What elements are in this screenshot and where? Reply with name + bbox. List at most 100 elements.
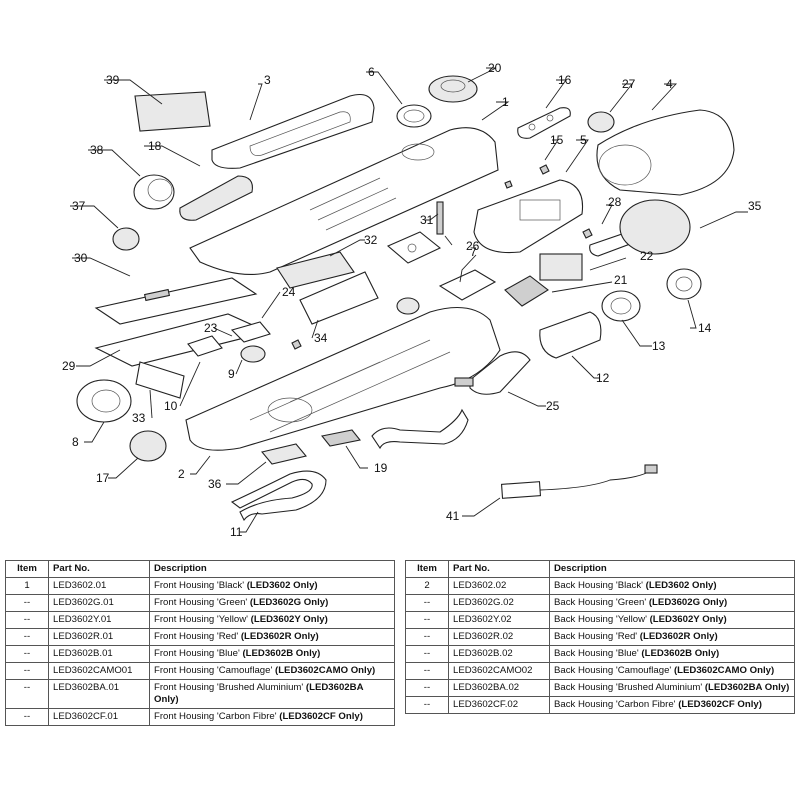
model-note: (LED3602G Only) bbox=[249, 597, 329, 608]
cell-part-no: LED3602CF.02 bbox=[448, 696, 550, 714]
part-11-wire-stand bbox=[230, 470, 327, 522]
callout-20: 20 bbox=[488, 61, 502, 75]
description-text: Back Housing 'Camouflage' bbox=[554, 665, 672, 676]
callout-5: 5 bbox=[580, 133, 587, 147]
callout-39: 39 bbox=[106, 73, 120, 87]
callout-15: 15 bbox=[550, 133, 564, 147]
part-18-lens-body bbox=[179, 175, 253, 221]
model-note: (LED3602 Only) bbox=[645, 580, 717, 591]
model-note: (LED3602B Only) bbox=[242, 648, 321, 659]
callout-2: 2 bbox=[178, 467, 185, 481]
table-row: --LED3602BA.01 Front Housing 'Brushed Alu… bbox=[5, 679, 395, 709]
model-note: (LED3602CAMO Only) bbox=[275, 665, 376, 676]
cell-part-no: LED3602R.01 bbox=[48, 628, 150, 646]
header-description: Description bbox=[149, 560, 395, 578]
callout-24: 24 bbox=[282, 285, 296, 299]
description-text: Back Housing 'Green' bbox=[554, 597, 647, 608]
part-9-screw bbox=[291, 339, 302, 350]
part-5-switch-body bbox=[473, 179, 584, 254]
model-note: (LED3602Y Only) bbox=[250, 614, 328, 625]
header-part-no: Part No. bbox=[48, 560, 150, 578]
model-note: (LED3602CAMO Only) bbox=[673, 665, 775, 676]
callout-36: 36 bbox=[208, 477, 222, 491]
cell-item: 2 bbox=[405, 577, 449, 595]
cell-description: Front Housing 'Blue' (LED3602B Only) bbox=[149, 645, 395, 663]
cell-description: Back Housing 'Red' (LED3602R Only) bbox=[549, 628, 795, 646]
cell-description: Back Housing 'Brushed Aluminium' (LED360… bbox=[549, 679, 795, 697]
part-1-front-housing bbox=[189, 127, 499, 275]
part-32-board bbox=[276, 251, 355, 289]
part-20-knob bbox=[428, 75, 478, 103]
cell-description: Front Housing 'Black' (LED3602 Only) bbox=[149, 577, 395, 595]
description-text: Back Housing 'Black' bbox=[554, 580, 643, 591]
cell-description: Back Housing 'Yellow' (LED3602Y Only) bbox=[549, 611, 795, 629]
callout-labels: 39 3 6 20 1 16 27 4 15 5 38 18 37 31 32 … bbox=[62, 61, 762, 539]
callout-21: 21 bbox=[614, 273, 628, 287]
cell-part-no: LED3602R.02 bbox=[448, 628, 550, 646]
callout-10: 10 bbox=[164, 399, 178, 413]
cell-item: -- bbox=[5, 708, 49, 726]
callout-32: 32 bbox=[364, 233, 378, 247]
cell-description: Front Housing 'Carbon Fibre' (LED3602CF … bbox=[149, 708, 395, 726]
cell-part-no: LED3602BA.01 bbox=[48, 679, 150, 709]
cell-item: -- bbox=[405, 662, 449, 680]
part-23-disc bbox=[396, 297, 420, 315]
header-part-no: Part No. bbox=[448, 560, 550, 578]
cell-part-no: LED3602G.01 bbox=[48, 594, 150, 612]
cell-part-no: LED3602B.02 bbox=[448, 645, 550, 663]
cell-item: -- bbox=[5, 662, 49, 680]
part-15-screw bbox=[539, 164, 550, 175]
description-text: Back Housing 'Carbon Fibre' bbox=[554, 699, 676, 710]
description-text: Front Housing 'Yellow' bbox=[154, 614, 248, 625]
callout-25: 25 bbox=[546, 399, 560, 413]
part-25-cable bbox=[469, 351, 531, 395]
description-text: Front Housing 'Blue' bbox=[154, 648, 240, 659]
part-24-pad bbox=[230, 321, 271, 343]
callout-41: 41 bbox=[446, 509, 460, 523]
cell-part-no: LED3602B.01 bbox=[48, 645, 150, 663]
callout-16: 16 bbox=[558, 73, 572, 87]
cell-item: -- bbox=[405, 594, 449, 612]
cell-description: Back Housing 'Camouflage' (LED3602CAMO O… bbox=[549, 662, 795, 680]
callout-23: 23 bbox=[204, 321, 218, 335]
cell-description: Front Housing 'Yellow' (LED3602Y Only) bbox=[149, 611, 395, 629]
cell-item: -- bbox=[5, 611, 49, 629]
part-7-clip bbox=[438, 269, 497, 301]
cell-item: -- bbox=[5, 679, 49, 709]
exploded-view-diagram: 39 3 6 20 1 16 27 4 15 5 38 18 37 31 32 … bbox=[62, 61, 762, 539]
cell-item: -- bbox=[405, 645, 449, 663]
callout-18: 18 bbox=[148, 139, 162, 153]
callout-33: 33 bbox=[132, 411, 146, 425]
description-text: Back Housing 'Brushed Aluminium' bbox=[554, 682, 703, 693]
part-21-block bbox=[504, 275, 549, 307]
model-note: (LED3602BA Only) bbox=[704, 682, 790, 693]
cell-part-no: LED3602CAMO01 bbox=[48, 662, 150, 680]
model-note: (LED3602BA Only) bbox=[154, 682, 364, 705]
description-text: Front Housing 'Brushed Aluminium' bbox=[154, 682, 304, 693]
callout-9: 9 bbox=[228, 367, 235, 381]
part-39-label-sticker bbox=[134, 91, 211, 132]
cell-item: 1 bbox=[5, 577, 49, 595]
callout-38: 38 bbox=[90, 143, 104, 157]
callout-22: 22 bbox=[640, 249, 654, 263]
callout-31: 31 bbox=[420, 213, 434, 227]
cell-part-no: LED3602G.02 bbox=[448, 594, 550, 612]
cell-description: Front Housing 'Red' (LED3602R Only) bbox=[149, 628, 395, 646]
callout-19: 19 bbox=[374, 461, 388, 475]
callout-37: 37 bbox=[72, 199, 86, 213]
cell-part-no: LED3602BA.02 bbox=[448, 679, 550, 697]
callout-4: 4 bbox=[666, 77, 673, 91]
cell-part-no: LED3602Y.02 bbox=[448, 611, 550, 629]
part-19-clip bbox=[321, 429, 361, 447]
part-28-screw bbox=[582, 228, 593, 239]
callout-29: 29 bbox=[62, 359, 76, 373]
part-14-ring bbox=[666, 268, 702, 300]
